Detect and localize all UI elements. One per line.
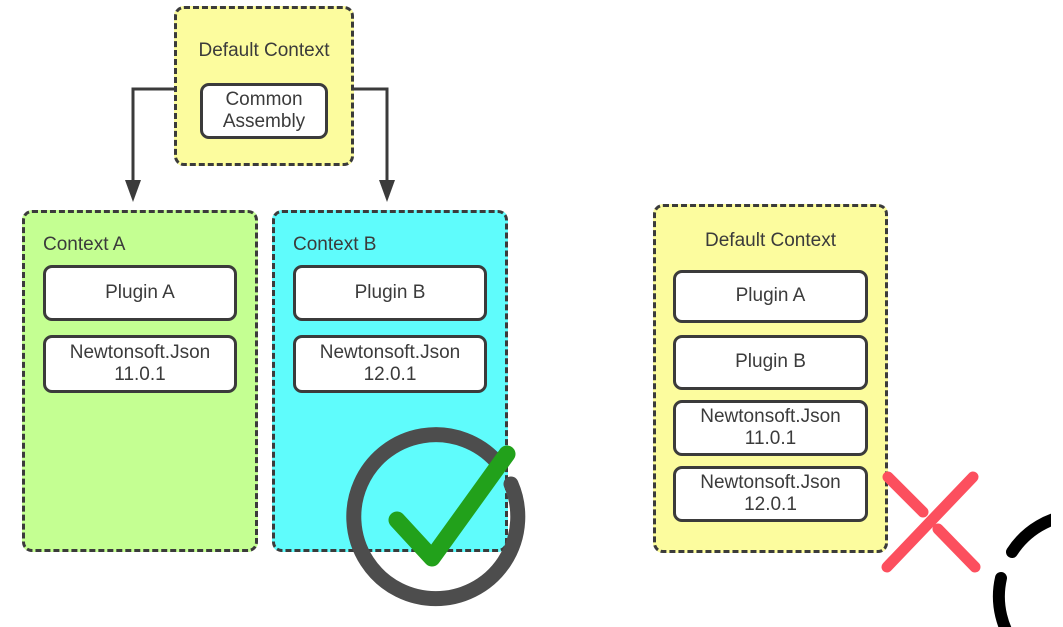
bad-default-box-newtonsoft-11-line1: Newtonsoft.Json <box>700 405 841 427</box>
good-default-context-title: Default Context <box>198 40 330 61</box>
bad-default-box-plugin-b-line1: Plugin B <box>735 351 806 373</box>
context-a-box-plugin-a: Plugin A <box>43 265 237 321</box>
bad-default-box-plugin-a: Plugin A <box>673 270 868 323</box>
context-a-box-newtonsoft-line2: 11.0.1 <box>114 364 166 385</box>
arrow-default-to-context-b <box>352 87 395 202</box>
bad-default-context-title: Default Context <box>705 230 836 251</box>
bad-default-box-newtonsoft-11-line2: 11.0.1 <box>744 428 797 449</box>
cross-circle-icon <box>881 471 1051 627</box>
bad-default-box-newtonsoft-12-line1: Newtonsoft.Json <box>700 471 841 493</box>
context-b-box-newtonsoft-line1: Newtonsoft.Json <box>319 341 461 363</box>
context-b-box-plugin-b-line1: Plugin B <box>354 281 426 303</box>
context-a-box-plugin-a-line1: Plugin A <box>105 281 175 303</box>
common-assembly-line2: Assembly <box>222 111 306 132</box>
bad-default-box-newtonsoft-12: Newtonsoft.Json 12.0.1 <box>673 466 868 522</box>
bad-default-box-newtonsoft-12-line2: 12.0.1 <box>744 494 797 515</box>
arrow-default-to-context-a <box>125 87 176 202</box>
common-assembly-line1: Common <box>225 88 303 110</box>
context-b-title: Context B <box>293 234 377 255</box>
check-circle-icon <box>346 427 526 607</box>
common-assembly-box: Common Assembly <box>200 83 328 139</box>
context-b-box-plugin-b: Plugin B <box>293 265 487 321</box>
bad-default-box-plugin-a-line1: Plugin A <box>735 285 806 307</box>
context-b-box-newtonsoft-line2: 12.0.1 <box>363 364 417 385</box>
context-a-title: Context A <box>43 234 126 255</box>
bad-default-box-plugin-b: Plugin B <box>673 335 868 390</box>
context-b-box-newtonsoft: Newtonsoft.Json 12.0.1 <box>293 335 487 393</box>
context-a-box-newtonsoft: Newtonsoft.Json 11.0.1 <box>43 335 237 393</box>
bad-default-box-newtonsoft-11: Newtonsoft.Json 11.0.1 <box>673 400 868 456</box>
context-a-box-newtonsoft-line1: Newtonsoft.Json <box>69 341 211 363</box>
